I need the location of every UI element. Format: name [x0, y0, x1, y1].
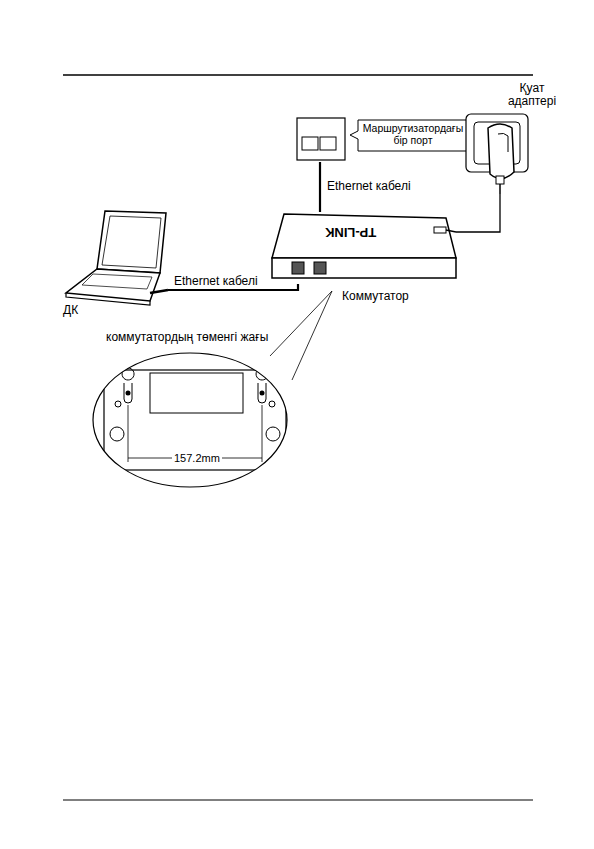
cable-label: Ethernet кабелі: [325, 180, 413, 193]
cable-label: Ethernet кабелі: [172, 275, 260, 288]
dimension: 157.2mm: [172, 452, 222, 464]
leader-line: [292, 291, 332, 380]
rule: [63, 800, 533, 801]
switch-outline: [270, 212, 456, 284]
rule: [63, 74, 533, 76]
cable: [456, 194, 500, 232]
laptop: ДК: [60, 205, 168, 317]
device-label: Коммутатор: [342, 290, 409, 303]
device-label: ДК: [63, 304, 78, 317]
callout-text: Маршрутизатордағы бір порт: [360, 122, 466, 146]
detail-circle: [93, 353, 287, 487]
switch: TP-LINKКоммутатор: [270, 212, 456, 284]
laptop-outline: [60, 205, 168, 317]
brand-logo: TP-LINK: [325, 226, 376, 239]
router-port: Маршрутизатордағы бір порт: [296, 117, 472, 162]
cable: [319, 162, 321, 212]
leader-line: [270, 291, 332, 356]
bottom-view: [104, 368, 286, 470]
device-label: Қуат адаптері: [502, 82, 562, 108]
power-adapter: Қуат адаптері: [462, 82, 562, 194]
view-caption: коммутатордың төменгі жағы: [104, 331, 270, 344]
